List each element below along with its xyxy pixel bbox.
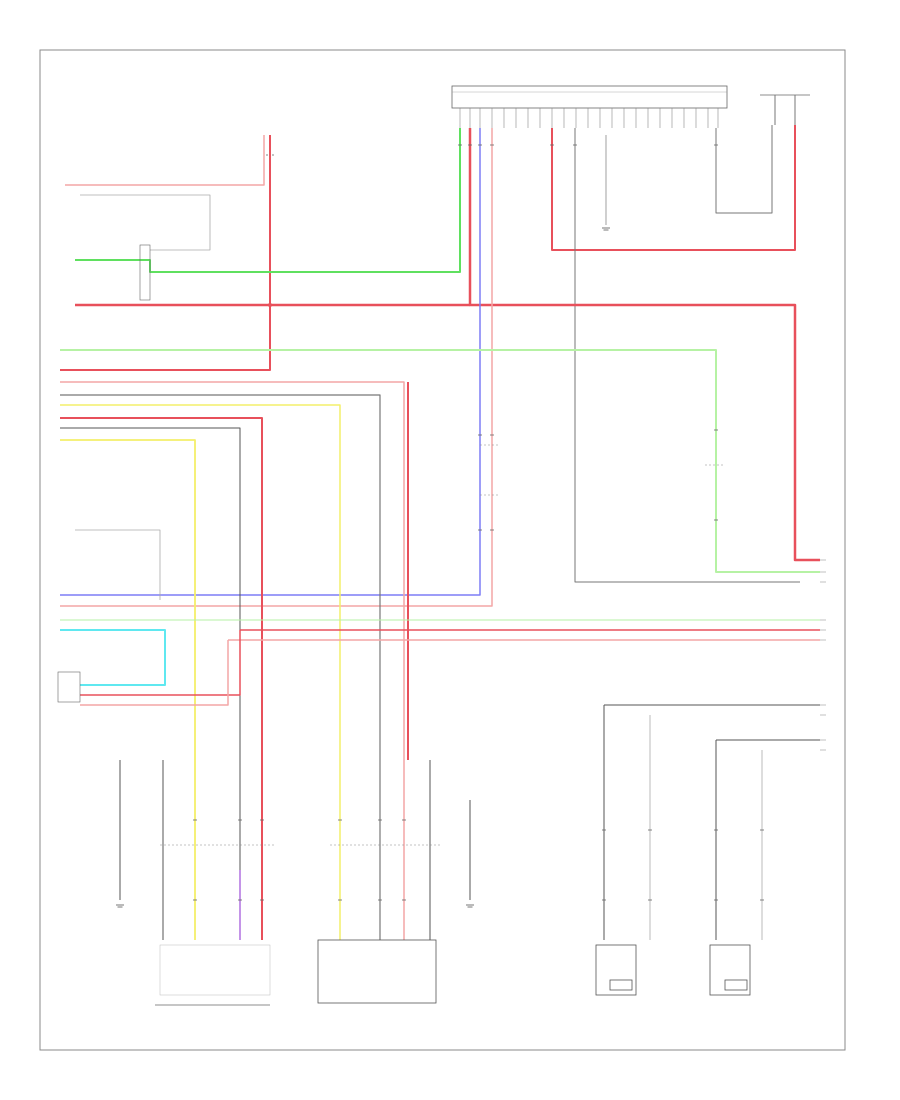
wire-light-yellow-405 xyxy=(60,404,341,940)
diagram-border xyxy=(39,49,846,1051)
wire-red-418 xyxy=(60,417,263,940)
wire-green-upper xyxy=(75,128,461,273)
top-right-unit xyxy=(760,94,810,125)
top-connector-block xyxy=(451,85,728,128)
connector-dash-layer xyxy=(160,444,725,846)
wire-gray-switch-2 xyxy=(75,529,161,600)
wire-cyan xyxy=(60,629,166,686)
wire-light-green-long xyxy=(60,349,820,573)
wire-pink xyxy=(60,128,493,607)
components xyxy=(57,227,751,1006)
left-lower-box xyxy=(57,671,81,703)
wire-dark-428 xyxy=(60,427,241,940)
module-right-2 xyxy=(709,944,751,996)
wire-gray-top-right-loop xyxy=(715,125,773,214)
wire-gray-long xyxy=(574,128,800,583)
right-edge-ticks xyxy=(820,559,826,751)
module-right-1 xyxy=(595,944,637,996)
module-right-2-inner xyxy=(724,979,748,991)
wire-yellow-440 xyxy=(60,439,196,940)
wire-red-top-pair xyxy=(65,135,265,186)
tick-marks xyxy=(193,144,764,901)
module-left-body xyxy=(159,944,271,996)
wire-blue xyxy=(60,128,481,596)
wire-pink-380 xyxy=(60,381,405,940)
module-middle xyxy=(317,939,437,1004)
wire-red-top-right-loop xyxy=(551,125,796,251)
wire-red-wide xyxy=(468,128,820,562)
wire-layer xyxy=(60,125,820,940)
wire-red-main-vertical xyxy=(60,135,271,371)
module-right-1-inner xyxy=(609,979,633,991)
wire-gray-switch-1 xyxy=(80,194,211,251)
wire-gray-395 xyxy=(60,394,381,940)
wire-red-630-drop xyxy=(80,630,241,696)
wire-red-640-drop xyxy=(80,640,229,706)
connector-box xyxy=(451,85,728,109)
left-switch-box xyxy=(139,244,151,301)
